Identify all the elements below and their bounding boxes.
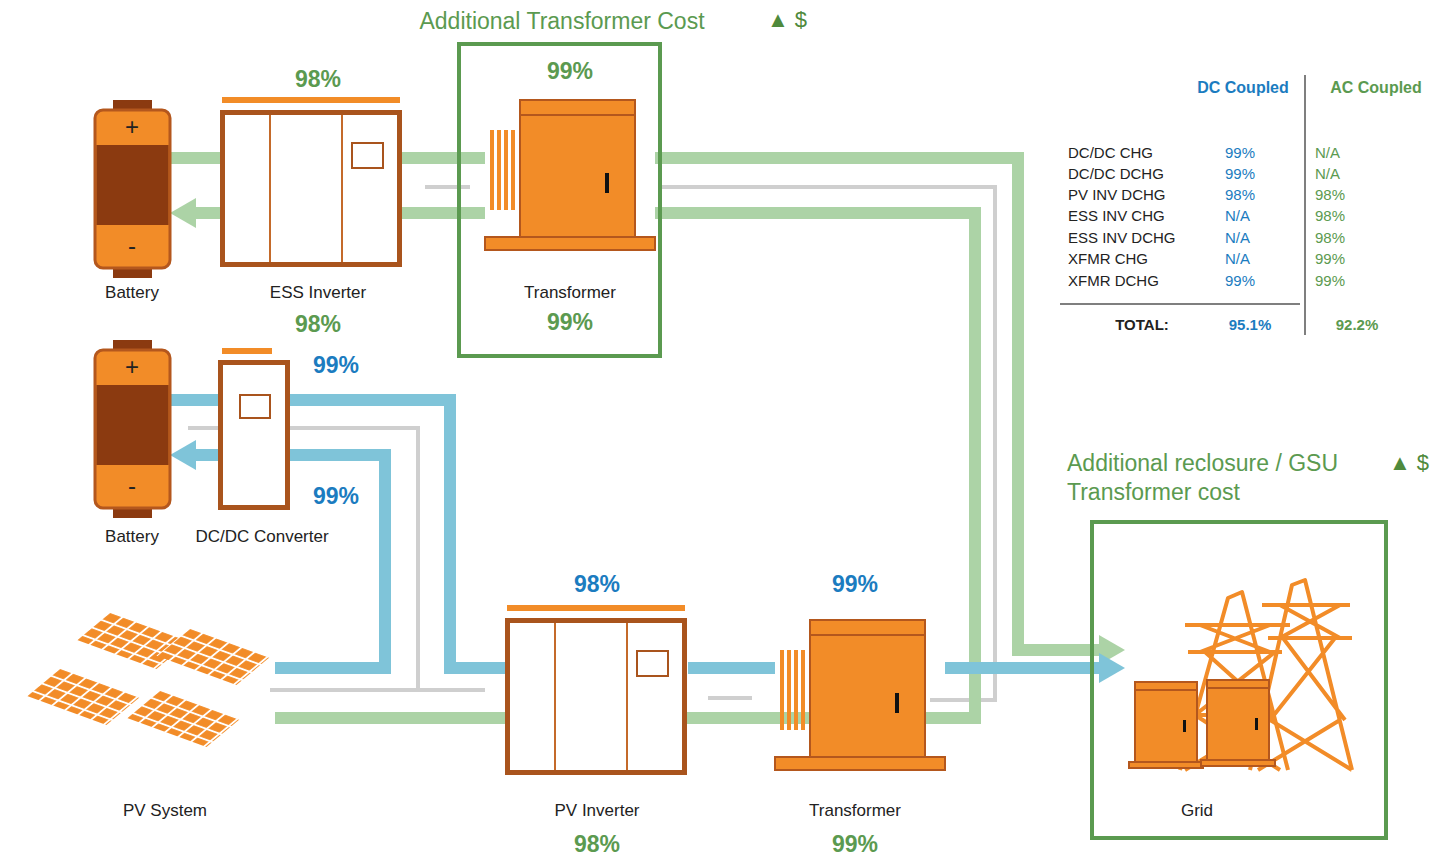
table-row-name: PV INV DCHG xyxy=(1068,186,1166,204)
table-cell: 99% xyxy=(1225,272,1255,290)
dcdc-converter-icon xyxy=(221,348,288,508)
dcdc-converter: 99%99%DC/DC Converter xyxy=(218,360,290,510)
battery-icon xyxy=(95,340,170,518)
component-label: PV System xyxy=(123,801,207,821)
grid-transformer-icon xyxy=(1201,680,1275,766)
power-flow-arrow xyxy=(275,455,385,668)
ess-inverter: 98%ESS Inverter98% xyxy=(220,110,402,270)
component-label: Transformer xyxy=(809,801,901,821)
pv-inverter-icon xyxy=(507,605,685,773)
dc-wire xyxy=(270,688,485,692)
cost-callout-box: Additional Transformer Cost▲ $99%Transfo… xyxy=(457,42,662,358)
pv-inverter: 98%PV Inverter98% xyxy=(505,618,688,775)
efficiency-value: 99% xyxy=(313,483,359,511)
component-label: Battery xyxy=(105,527,159,547)
component-label: PV Inverter xyxy=(554,801,639,821)
transformer-icon xyxy=(485,100,655,250)
ess-inverter-icon xyxy=(222,97,400,265)
power-flow-arrow xyxy=(655,158,1107,650)
solar-panel xyxy=(126,690,240,747)
table-rule xyxy=(1304,75,1306,335)
solar-panel xyxy=(26,668,140,725)
power-flow-arrow xyxy=(188,207,220,219)
efficiency-value: 98% xyxy=(295,66,341,94)
efficiency-value: 99% xyxy=(547,58,593,86)
transformer: 99%Transformer99% xyxy=(775,605,945,770)
ac-wire xyxy=(425,185,470,189)
table-cell: 98% xyxy=(1315,186,1345,204)
efficiency-value: 99% xyxy=(832,831,878,859)
transformer: 99%Transformer99% xyxy=(485,85,655,250)
power-flow-arrow xyxy=(688,662,775,674)
component-label: Grid xyxy=(1181,801,1213,821)
column-header: AC Coupled xyxy=(1330,78,1422,97)
table-cell: 99% xyxy=(1315,272,1345,290)
ac-wire xyxy=(708,696,752,700)
table-row-name: ESS INV DCHG xyxy=(1068,229,1176,247)
power-flow-arrow xyxy=(402,207,485,219)
cost-heading: Additional Transformer Cost xyxy=(419,8,704,36)
table-row-name: ESS INV CHG xyxy=(1068,207,1165,225)
cost-heading: Additional reclosure / GSU Transformer c… xyxy=(1067,449,1382,507)
table-cell: 98% xyxy=(1315,229,1345,247)
table-total: 92.2% xyxy=(1336,316,1379,334)
table-cell: 99% xyxy=(1225,165,1255,183)
table-total: TOTAL: xyxy=(1115,316,1169,334)
efficiency-value: 98% xyxy=(574,831,620,859)
table-cell: 98% xyxy=(1225,186,1255,204)
table-cell: N/A xyxy=(1315,165,1340,183)
pv-array-icon xyxy=(26,612,270,747)
pv-system: PV System xyxy=(20,612,275,750)
efficiency-value: 99% xyxy=(547,309,593,337)
power-flow-arrow xyxy=(170,394,218,406)
efficiency-value: 98% xyxy=(295,311,341,339)
terminal-sign: - xyxy=(128,232,136,261)
terminal-sign: + xyxy=(125,353,139,382)
table-rule xyxy=(1060,303,1300,305)
solar-panel xyxy=(156,628,270,685)
grid: Grid xyxy=(1125,565,1365,770)
table-cell: 98% xyxy=(1315,207,1345,225)
efficiency-value: 98% xyxy=(574,571,620,599)
terminal-sign: - xyxy=(128,472,136,501)
column-header: DC Coupled xyxy=(1197,78,1289,97)
cost-marker: ▲ $ xyxy=(767,7,807,33)
table-rules xyxy=(1060,75,1305,335)
grid-transformer-icon xyxy=(1129,682,1203,768)
power-flow-arrow xyxy=(402,152,485,164)
table-cell: N/A xyxy=(1315,144,1340,162)
table-cell: N/A xyxy=(1225,229,1250,247)
component-label: DC/DC Converter xyxy=(195,527,328,547)
transmission-tower-icon xyxy=(1180,580,1352,770)
table-row-name: DC/DC CHG xyxy=(1068,144,1153,162)
transformer-icon xyxy=(775,620,945,770)
table-cell: N/A xyxy=(1225,207,1250,225)
battery-icon xyxy=(95,100,170,278)
terminal-sign: + xyxy=(125,113,139,142)
efficiency-value: 99% xyxy=(313,352,359,380)
cost-marker: ▲ $ xyxy=(1389,450,1429,476)
table-cell: 99% xyxy=(1315,250,1345,268)
component-label: ESS Inverter xyxy=(270,283,366,303)
component-label: Battery xyxy=(105,283,159,303)
efficiency-value: 99% xyxy=(832,571,878,599)
table-total: 95.1% xyxy=(1229,316,1272,334)
table-cell: 99% xyxy=(1225,144,1255,162)
power-flow-arrow xyxy=(188,449,218,461)
cost-callout-box: Additional reclosure / GSU Transformer c… xyxy=(1090,520,1388,840)
table-row-name: XFMR CHG xyxy=(1068,250,1148,268)
table-cell: N/A xyxy=(1225,250,1250,268)
power-flow-arrow xyxy=(945,662,1107,674)
table-row-name: DC/DC DCHG xyxy=(1068,165,1164,183)
table-row-name: XFMR DCHG xyxy=(1068,272,1159,290)
component-label: Transformer xyxy=(524,283,616,303)
power-flow-arrow xyxy=(170,152,220,164)
